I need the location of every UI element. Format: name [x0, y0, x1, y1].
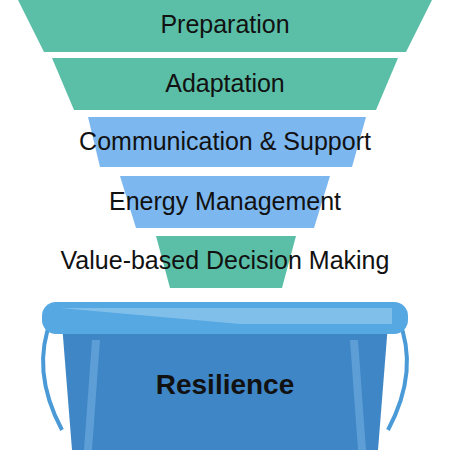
- rim-highlight: [60, 308, 392, 324]
- band-label: Preparation: [0, 0, 450, 48]
- bucket: Resilience: [0, 300, 450, 450]
- funnel-band: Value-based Decision Making: [0, 236, 450, 288]
- funnel-band: Communication & Support: [0, 117, 450, 167]
- funnel-band: Energy Management: [0, 176, 450, 228]
- funnel-band: Preparation: [0, 0, 450, 52]
- band-label: Adaptation: [0, 58, 450, 108]
- funnel-band: Adaptation: [0, 58, 450, 110]
- bucket-rim: [42, 302, 408, 334]
- band-label: Communication & Support: [0, 117, 450, 165]
- bucket-handle: [388, 318, 407, 430]
- bucket-handle: [43, 318, 62, 430]
- bucket-highlight: [350, 340, 366, 450]
- band-label: Energy Management: [0, 176, 450, 226]
- bucket-highlight: [84, 340, 100, 450]
- band-label: Value-based Decision Making: [0, 236, 450, 284]
- bucket-label: Resilience: [0, 360, 450, 410]
